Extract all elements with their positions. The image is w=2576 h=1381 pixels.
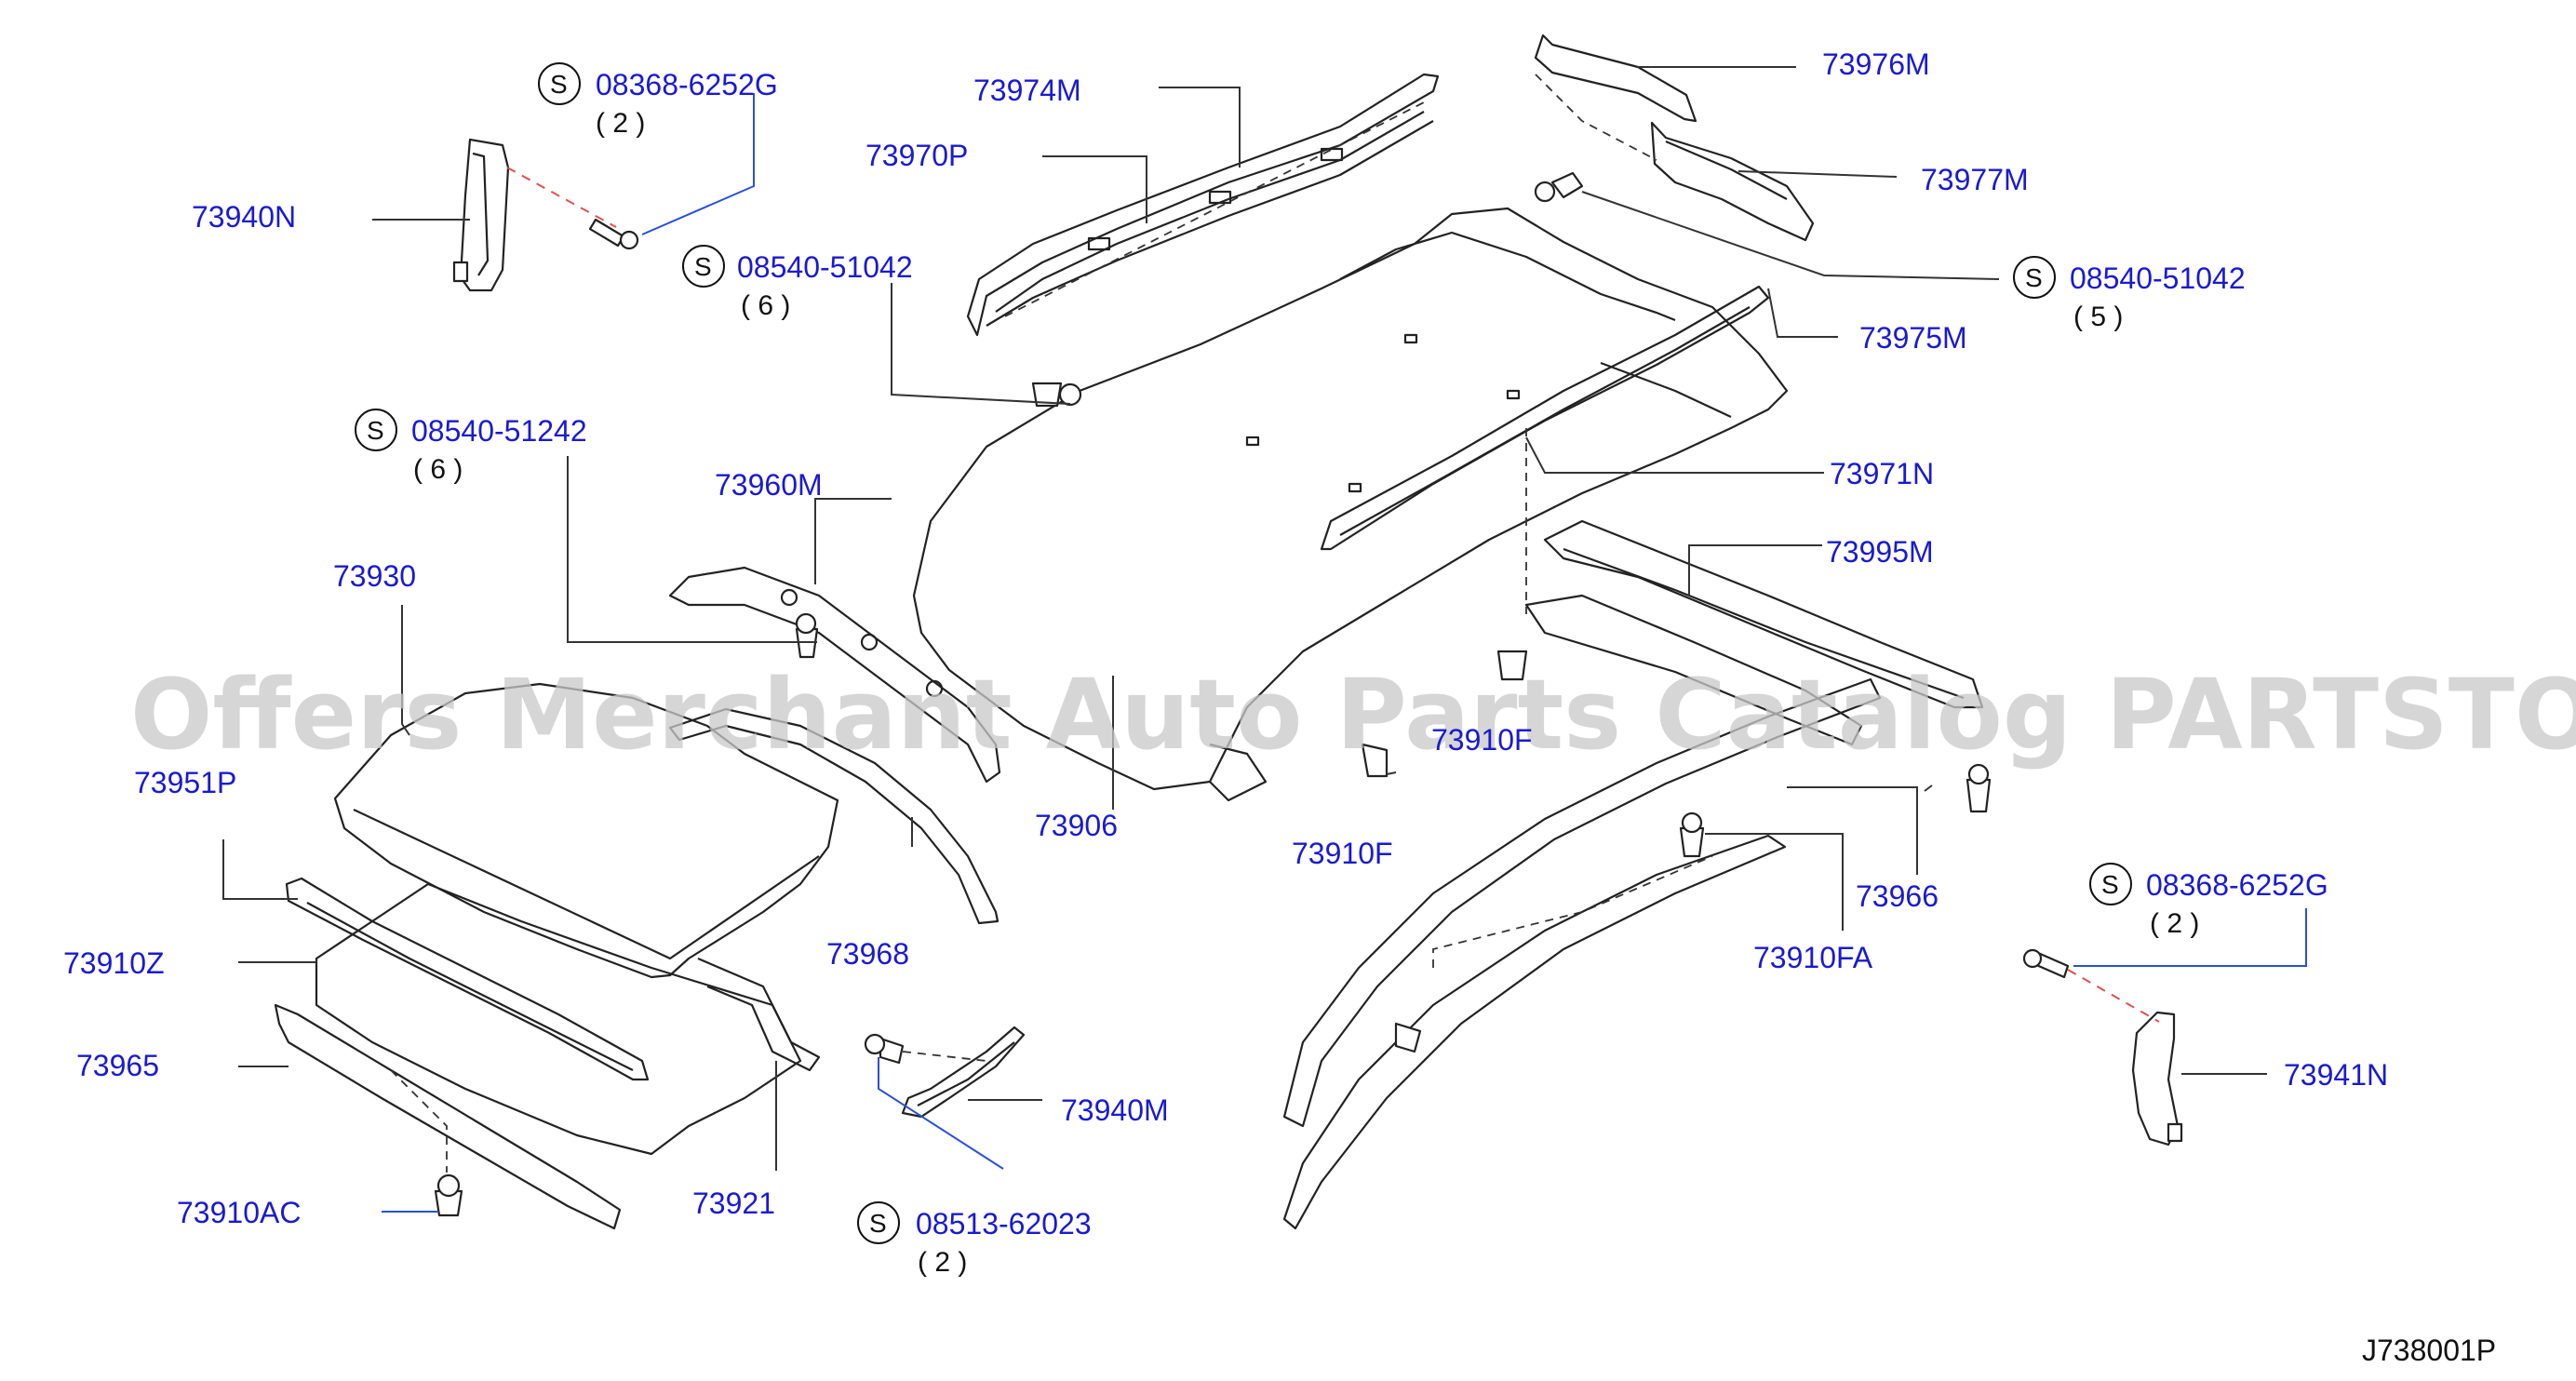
label-73960M[interactable]: 73960M [715, 468, 823, 502]
screw-callout-08540-6[interactable]: S 08540-51042 ( 6 ) [682, 245, 913, 321]
roof-headlining [912, 207, 1789, 802]
screw-callout-08540-51242[interactable]: S 08540-51242 ( 6 ) [355, 409, 587, 485]
clip-08540-51042-mid [1031, 382, 1082, 408]
grip-bracket [901, 1026, 1026, 1119]
screw-symbol-icon [682, 245, 725, 288]
label-73971N[interactable]: 73971N [1830, 457, 1934, 490]
screw-part-number: 08540-51042 [2070, 261, 2246, 295]
label-73974M[interactable]: 73974M [973, 74, 1081, 107]
label-73910F-lower[interactable]: 73910F [1292, 837, 1393, 870]
label-73976M[interactable]: 73976M [1822, 47, 1930, 81]
screw-symbol-icon [355, 409, 397, 451]
label-73995M[interactable]: 73995M [1826, 535, 1934, 569]
label-73940M[interactable]: 73940M [1061, 1093, 1169, 1127]
label-73906[interactable]: 73906 [1035, 809, 1118, 842]
label-73941N[interactable]: 73941N [2284, 1058, 2388, 1092]
screw-08368-right [2022, 948, 2070, 979]
screw-symbol-icon [538, 62, 581, 105]
label-73910AC[interactable]: 73910AC [177, 1196, 301, 1229]
label-73910Z[interactable]: 73910Z [63, 946, 165, 980]
roof-side-rail [1320, 285, 1770, 614]
screw-callout-08368-right[interactable]: S 08368-6252G ( 2 ) [2089, 863, 2328, 939]
screw-quantity: ( 6 ) [741, 290, 790, 321]
screw-08368-top [588, 218, 639, 250]
screw-part-number: 08540-51042 [737, 250, 913, 284]
screw-part-number: 08540-51242 [411, 414, 587, 448]
label-73970P[interactable]: 73970P [865, 139, 968, 172]
label-73975M[interactable]: 73975M [1859, 321, 1967, 355]
roof-rail-trim-center [966, 73, 1440, 337]
screw-quantity: ( 2 ) [596, 108, 645, 139]
clip-right-upper [1966, 763, 1992, 813]
svg-text:S: S [2025, 263, 2043, 292]
screw-part-number: 08368-6252G [2146, 868, 2328, 902]
rear-header-trim [1534, 34, 1815, 242]
clip-73910FA [1679, 811, 1705, 858]
svg-text:S: S [694, 252, 712, 281]
front-header-trim [668, 566, 1001, 784]
label-73910FA[interactable]: 73910FA [1753, 941, 1873, 974]
watermark-text: Offers Merchant Auto Parts Catalog PARTS… [130, 658, 2576, 771]
sunroof-frame-seal [274, 877, 821, 1230]
screw-quantity: ( 2 ) [918, 1247, 967, 1278]
clip-08513 [864, 1033, 905, 1065]
label-73910F-center[interactable]: 73910F [1431, 723, 1533, 757]
screw-callout-08513[interactable]: S 08513-62023 ( 2 ) [857, 1201, 1092, 1278]
clip-08540-right [1534, 171, 1584, 203]
side-roof-rail-long [1282, 519, 1984, 1230]
diagram-code: J738001P [2362, 1334, 2496, 1367]
clip-73910F-center [1361, 650, 1528, 778]
screw-symbol-icon [2013, 256, 2056, 299]
clip-08540-51242 [795, 612, 819, 659]
clip-73910AC [434, 1173, 463, 1217]
assist-grip-right [2131, 1011, 2183, 1146]
screw-quantity: ( 2 ) [2150, 908, 2199, 939]
svg-text:S: S [869, 1209, 887, 1238]
label-73921[interactable]: 73921 [692, 1187, 775, 1220]
screw-part-number: 08513-62023 [916, 1207, 1092, 1240]
sunshade-panel [333, 682, 839, 979]
screw-quantity: ( 6 ) [413, 454, 463, 485]
label-73977M[interactable]: 73977M [1921, 163, 2029, 196]
screw-symbol-icon [2089, 863, 2132, 905]
screw-callout-08368-top[interactable]: S 08368-6252G ( 2 ) [538, 62, 778, 139]
label-73966[interactable]: 73966 [1856, 879, 1939, 913]
label-73930[interactable]: 73930 [333, 559, 416, 593]
front-arc-trim [668, 707, 1000, 925]
screw-symbol-icon [857, 1201, 900, 1244]
clip-rail-lower [1394, 1022, 1422, 1053]
assist-grip-left [452, 138, 510, 292]
svg-text:S: S [550, 70, 568, 99]
svg-text:S: S [2101, 870, 2119, 899]
label-73951P[interactable]: 73951P [134, 766, 236, 799]
svg-text:S: S [367, 416, 384, 445]
screw-callout-08540-5[interactable]: S 08540-51042 ( 5 ) [2013, 256, 2246, 332]
label-73940N[interactable]: 73940N [192, 200, 296, 234]
label-73965[interactable]: 73965 [76, 1049, 159, 1082]
label-73968[interactable]: 73968 [826, 937, 909, 971]
screw-part-number: 08368-6252G [596, 68, 778, 101]
screw-quantity: ( 5 ) [2073, 302, 2123, 332]
